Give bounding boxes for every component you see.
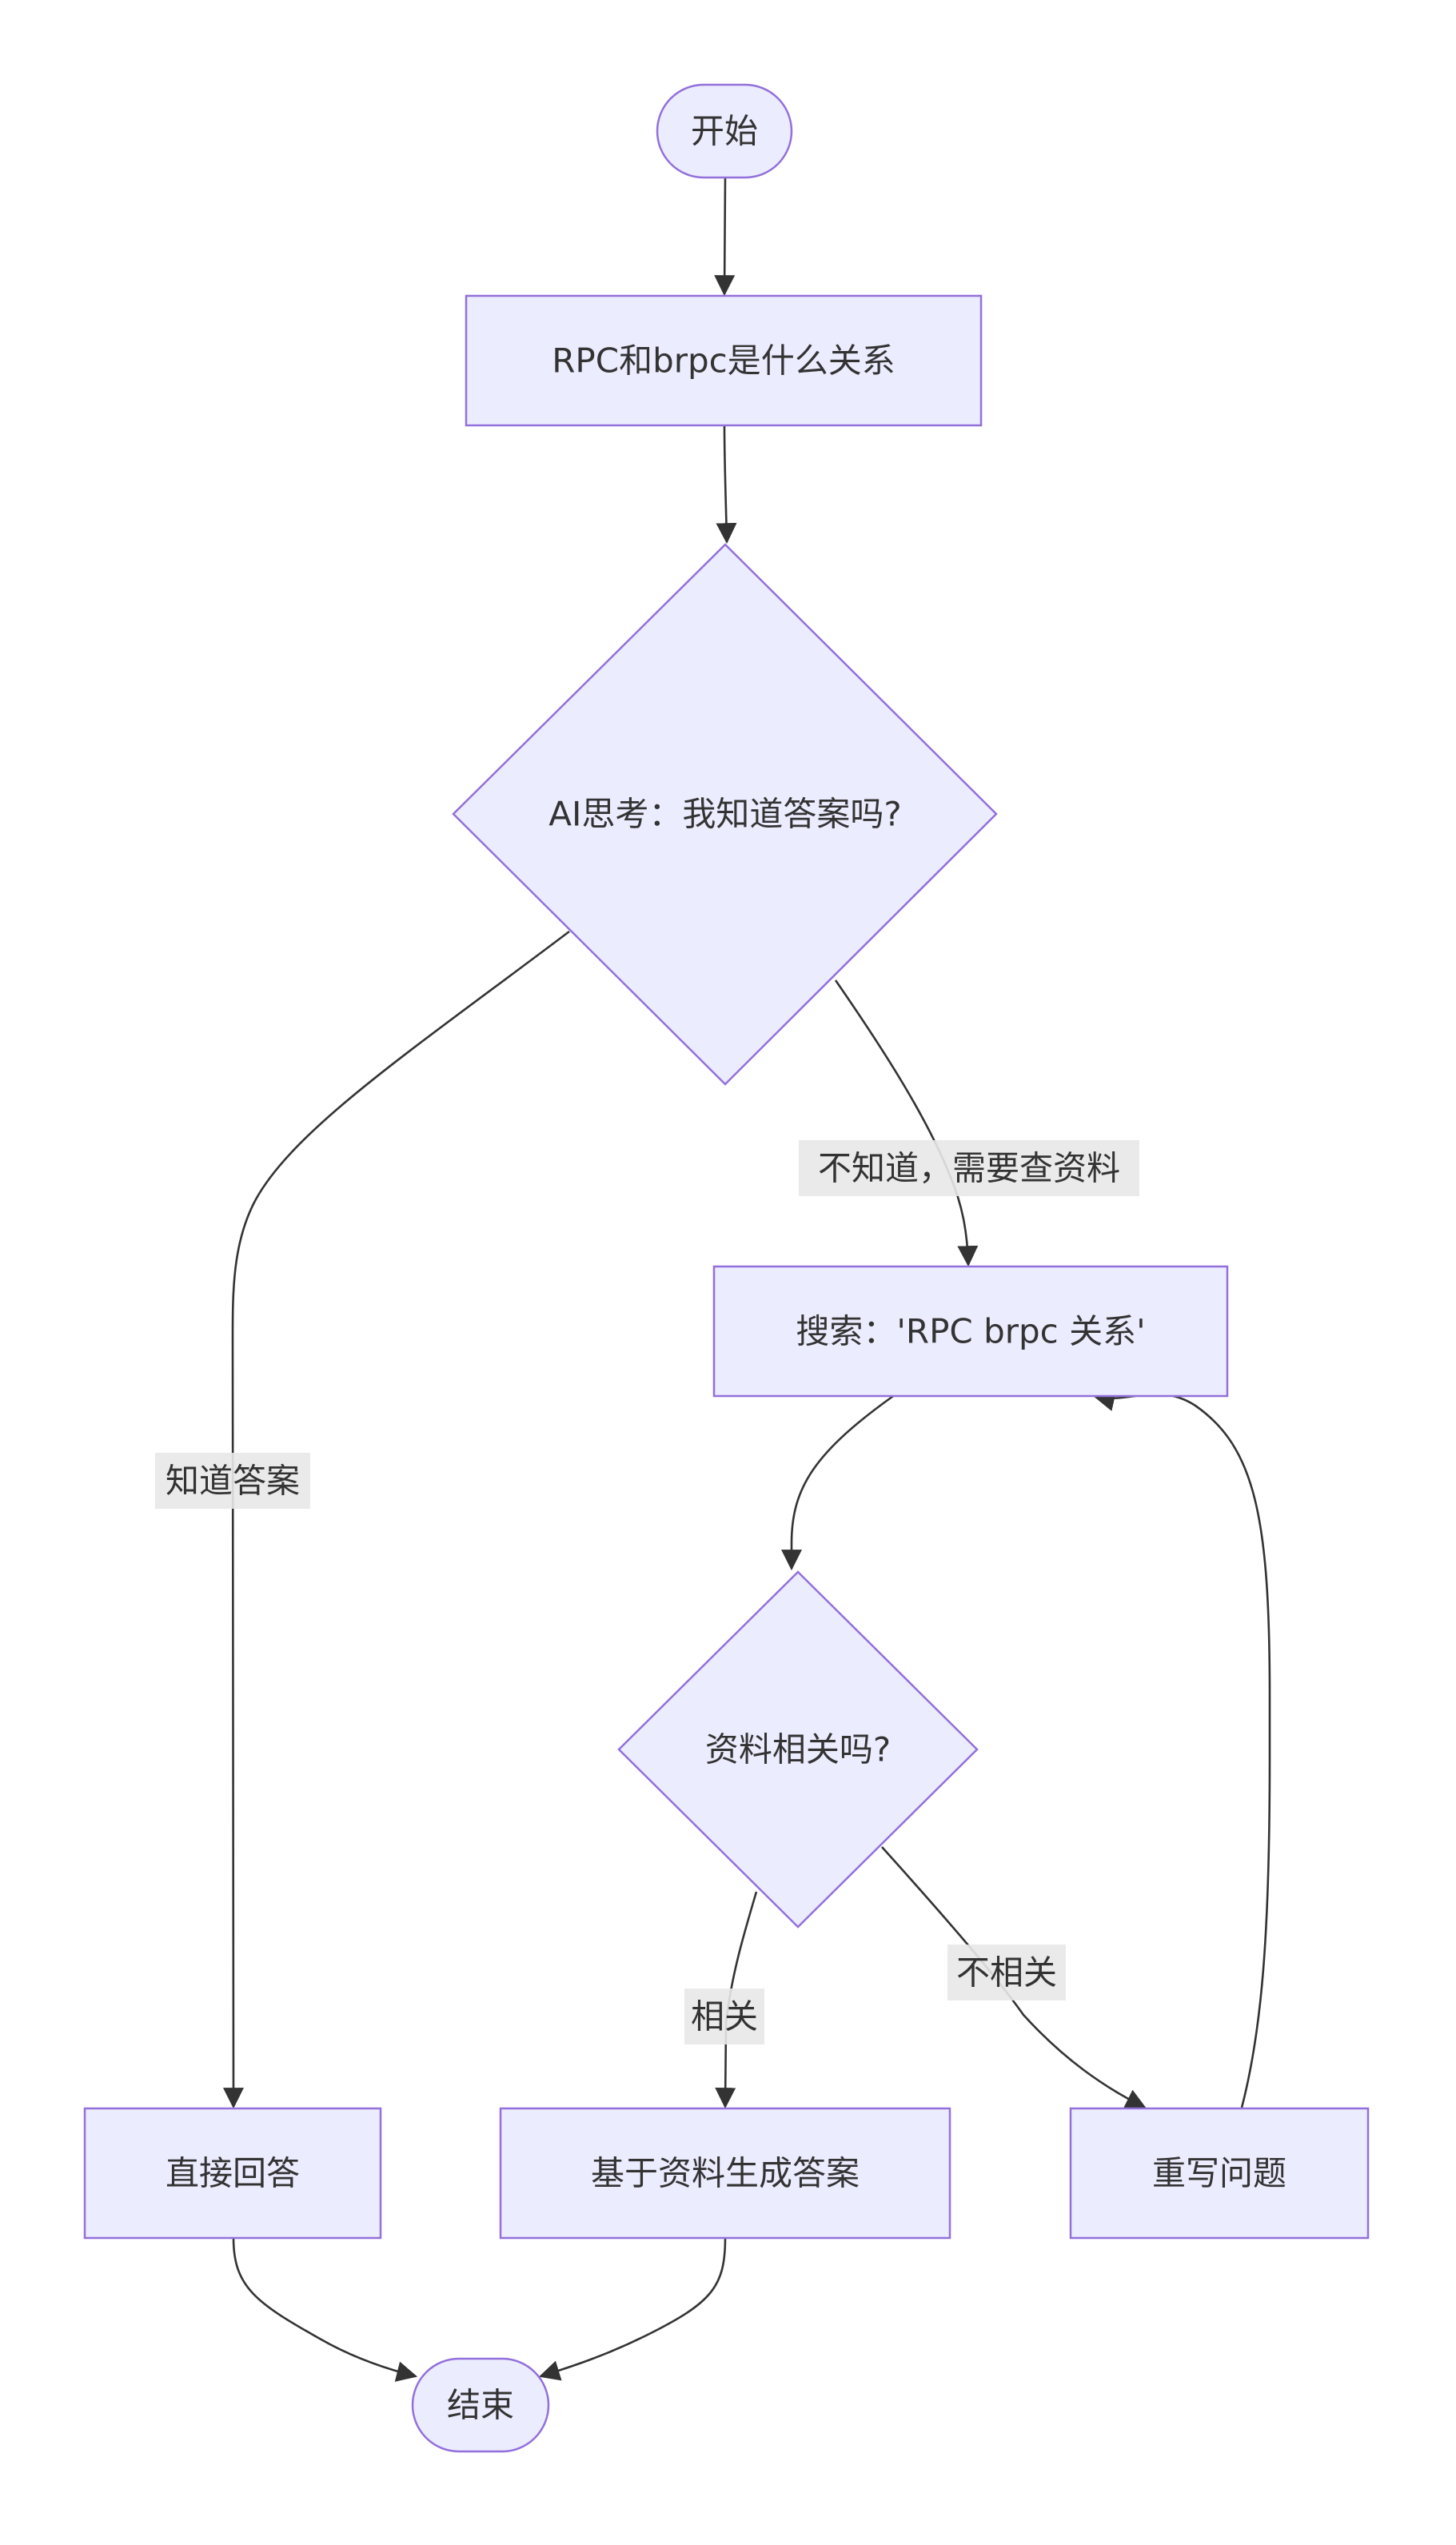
edge-label-relevant-text: 相关 — [691, 1997, 758, 2036]
edge-rewrite-to-search — [1093, 1390, 1271, 2108]
node-start: 开始 — [656, 83, 793, 179]
node-direct-answer-text: 直接回答 — [166, 2154, 300, 2193]
edge-direct-answer-to-end — [232, 2237, 418, 2382]
node-rewrite-text: 重写问题 — [1152, 2154, 1286, 2193]
edge-label-know-answer: 知道答案 — [155, 1453, 310, 1509]
node-question: RPC和brpc是什么关系 — [465, 294, 983, 427]
node-relevant: 资料相关吗? — [617, 1570, 979, 1929]
edge-label-not-relevant-text: 不相关 — [956, 1953, 1057, 1993]
node-generate-answer-text: 基于资料生成答案 — [591, 2154, 860, 2193]
node-think-text: AI思考：我知道答案吗? — [548, 795, 901, 834]
node-generate-answer: 基于资料生成答案 — [499, 2107, 951, 2240]
edge-label-dont-know-text: 不知道，需要查资料 — [818, 1149, 1120, 1188]
node-search: 搜索：'RPC brpc 关系' — [712, 1265, 1229, 1398]
edge-label-know-answer-text: 知道答案 — [166, 1462, 300, 1501]
nodes: 开始 RPC和brpc是什么关系 AI思考：我知道答案吗? 搜索：'RPC br… — [83, 83, 1370, 2453]
edge-start-to-question — [714, 177, 736, 297]
edge-question-to-think — [716, 425, 737, 545]
node-search-text: 搜索：'RPC brpc 关系' — [796, 1312, 1145, 1351]
edge-think-to-direct-answer — [222, 930, 570, 2109]
edge-relevant-to-rewrite — [881, 1846, 1147, 2109]
node-start-text: 开始 — [691, 112, 758, 151]
edges — [222, 177, 1271, 2382]
node-question-text: RPC和brpc是什么关系 — [552, 341, 896, 381]
edge-label-dont-know: 不知道，需要查资料 — [799, 1140, 1139, 1196]
node-direct-answer: 直接回答 — [83, 2107, 382, 2240]
node-rewrite: 重写问题 — [1069, 2107, 1370, 2240]
edge-label-not-relevant: 不相关 — [947, 1945, 1066, 2000]
node-think: AI思考：我知道答案吗? — [452, 543, 998, 1086]
edge-search-to-relevant — [781, 1393, 896, 1571]
node-relevant-text: 资料相关吗? — [705, 1730, 891, 1769]
edge-labels: 知道答案 不知道，需要查资料 相关 不相关 — [155, 1140, 1139, 2044]
edge-think-to-search — [834, 979, 979, 1267]
edge-generate-to-end — [538, 2237, 727, 2381]
edge-label-relevant: 相关 — [684, 1989, 764, 2044]
node-end: 结束 — [411, 2357, 550, 2453]
node-end-text: 结束 — [447, 2386, 514, 2425]
